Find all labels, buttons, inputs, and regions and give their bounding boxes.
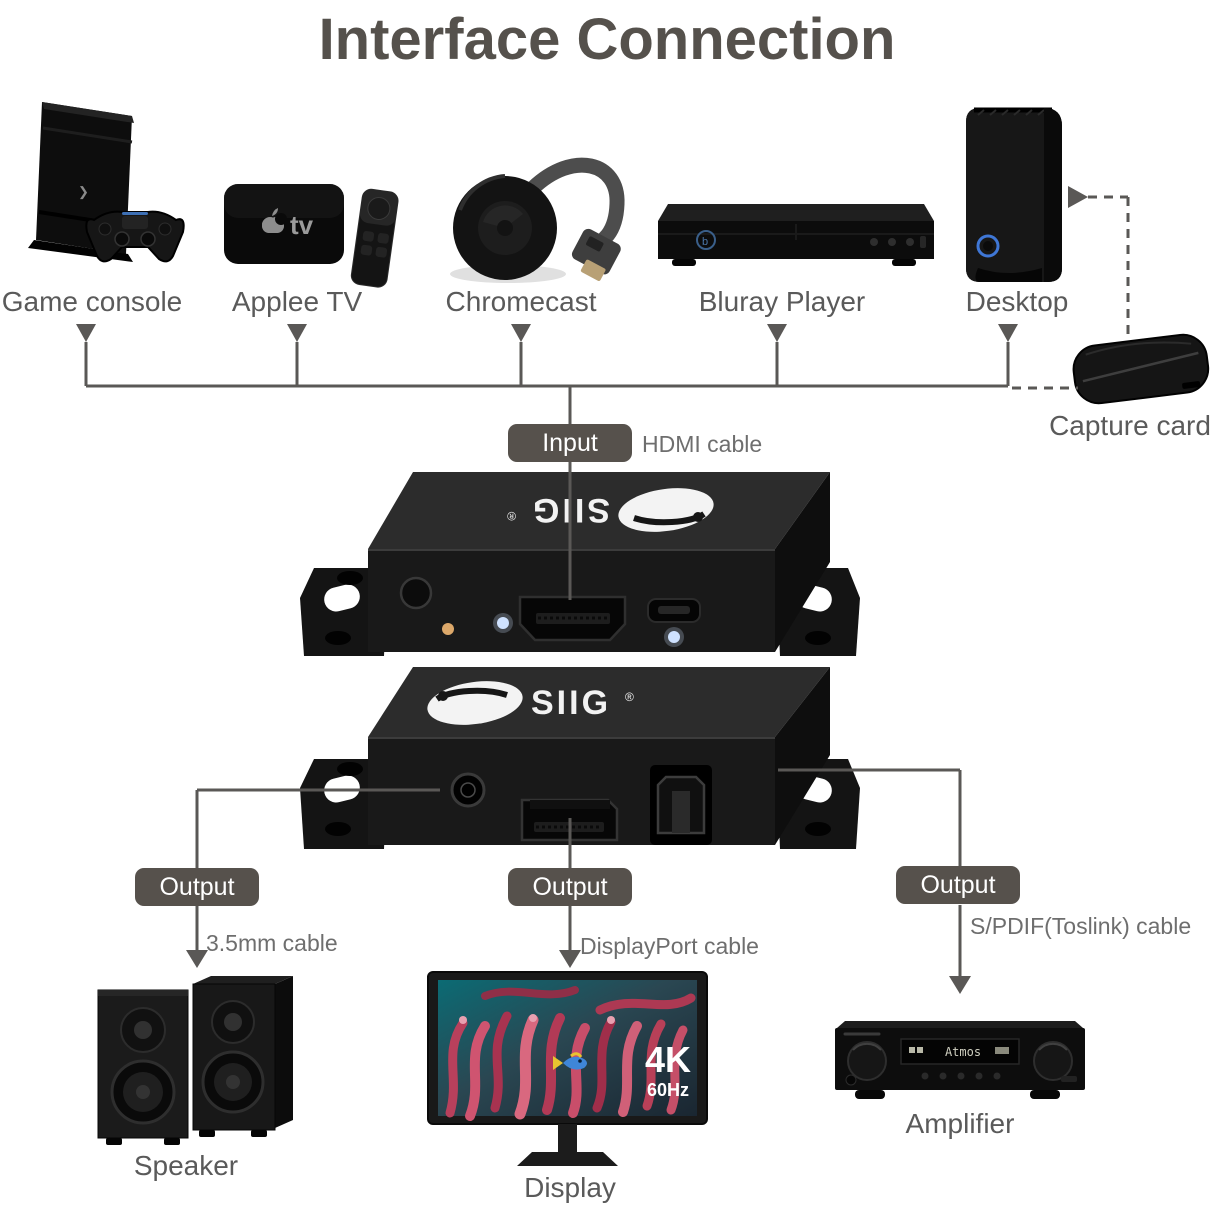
capture-card-label: Capture card: [1049, 410, 1211, 441]
hdmi-cable-label: HDMI cable: [642, 431, 763, 457]
monitor-icon: 4K 60Hz: [427, 971, 708, 1166]
audio-cable-label: 3.5mm cable: [206, 930, 338, 956]
hdmi-port-icon: [518, 595, 627, 642]
siig-logo-icon: SIIG ®: [427, 681, 634, 725]
dest-label-speaker: Speaker: [133, 1150, 239, 1181]
capture-card-icon: [1072, 333, 1210, 405]
brand-mark: ®: [625, 690, 634, 704]
receiver-display: Atmos: [900, 1038, 1020, 1065]
mounting-flange-left-icon: [300, 568, 388, 656]
displayport-port-icon: [520, 798, 619, 842]
anemone-art: [445, 986, 696, 1121]
source-label-desktop: Desktop: [965, 286, 1069, 317]
brand-text: SIIG: [530, 491, 610, 529]
display-image: 4K 60Hz: [425, 968, 715, 1186]
output-badge-audio: Output: [135, 868, 259, 906]
power-button-icon: [399, 576, 433, 610]
gamepad-icon: [85, 210, 185, 263]
bluray-player-image: b: [648, 188, 940, 276]
bluray-logo-icon: b: [696, 230, 716, 250]
chromecast-icon: [450, 157, 625, 283]
spdif-cable-label: S/PDIF(Toslink) cable: [970, 913, 1192, 939]
arrow-down-icon: [511, 324, 531, 342]
av-receiver-icon: Atmos: [835, 1021, 1085, 1099]
game-console-image: ❯: [12, 92, 197, 287]
source-label-bluray: Bluray Player: [698, 286, 866, 317]
arrow-down-icon: [76, 324, 96, 342]
amber-led: [442, 623, 454, 635]
brand-text: SIIG: [531, 684, 611, 722]
mounting-flange-left-icon: [300, 759, 388, 849]
brand-mark: ®: [507, 509, 516, 523]
speaker-left-icon: [97, 989, 189, 1145]
arrow-down-icon: [287, 324, 307, 342]
converter-box-top-image: SIIG ®: [298, 466, 864, 666]
source-label-game-console: Game console: [1, 286, 183, 317]
fish-icon: [553, 1052, 587, 1070]
speakers-icon: [97, 976, 293, 1145]
micro-usb-port-icon: [647, 598, 701, 623]
receiver-display-text: Atmos: [945, 1045, 981, 1059]
apple-logo-icon: [262, 208, 287, 233]
output-badge-displayport: Output: [508, 868, 632, 906]
apple-tv-image: tv: [218, 148, 413, 288]
audio-jack-port-icon: [450, 772, 486, 808]
display-60hz-label: 60Hz: [647, 1080, 689, 1100]
arrow-down-icon: [949, 976, 971, 994]
amplifier-image: Atmos: [825, 1010, 1095, 1110]
page-title: Interface Connection: [318, 7, 896, 72]
svg-text:❯: ❯: [78, 184, 89, 200]
apple-remote-icon: [350, 188, 399, 288]
source-label-chromecast: Chromecast: [445, 286, 597, 317]
display-4k-label: 4K: [645, 1039, 691, 1080]
svg-text:b: b: [702, 236, 708, 248]
bluray-player-icon: b: [658, 204, 934, 266]
desktop-image: [948, 100, 1083, 292]
chromecast-image: [433, 148, 633, 288]
arrow-down-icon: [767, 324, 787, 342]
toslink-port-icon: [650, 765, 712, 845]
dest-label-display: Display: [524, 1172, 616, 1203]
siig-box-outputs-icon: SIIG ®: [300, 667, 860, 849]
hdmi-plug-icon: [571, 228, 621, 281]
source-label-apple-tv: Applee TV: [231, 286, 363, 317]
playstation-console-icon: ❯: [28, 102, 185, 263]
white-led: [668, 631, 680, 643]
white-led: [497, 617, 509, 629]
converter-box-bottom-image: SIIG ®: [298, 663, 864, 858]
capture-card-image: [1068, 330, 1214, 410]
vent-grille-icon: [974, 107, 1052, 116]
siig-box-hdmi-input-icon: SIIG ®: [300, 472, 860, 656]
speaker-right-icon: [192, 976, 293, 1137]
arrow-down-icon: [998, 324, 1018, 342]
input-badge: Input: [508, 424, 632, 462]
dest-label-amplifier: Amplifier: [905, 1108, 1015, 1139]
desktop-tower-icon: [966, 107, 1062, 282]
power-ring-led: [976, 234, 1000, 258]
arrow-down-icon: [559, 950, 581, 968]
speaker-image: [92, 972, 297, 1154]
arrow-down-icon: [186, 950, 208, 968]
apple-tv-logo-text: tv: [290, 210, 314, 240]
apple-tv-icon: tv: [224, 184, 399, 288]
output-badge-spdif: Output: [896, 866, 1020, 904]
displayport-cable-label: DisplayPort cable: [580, 933, 759, 959]
